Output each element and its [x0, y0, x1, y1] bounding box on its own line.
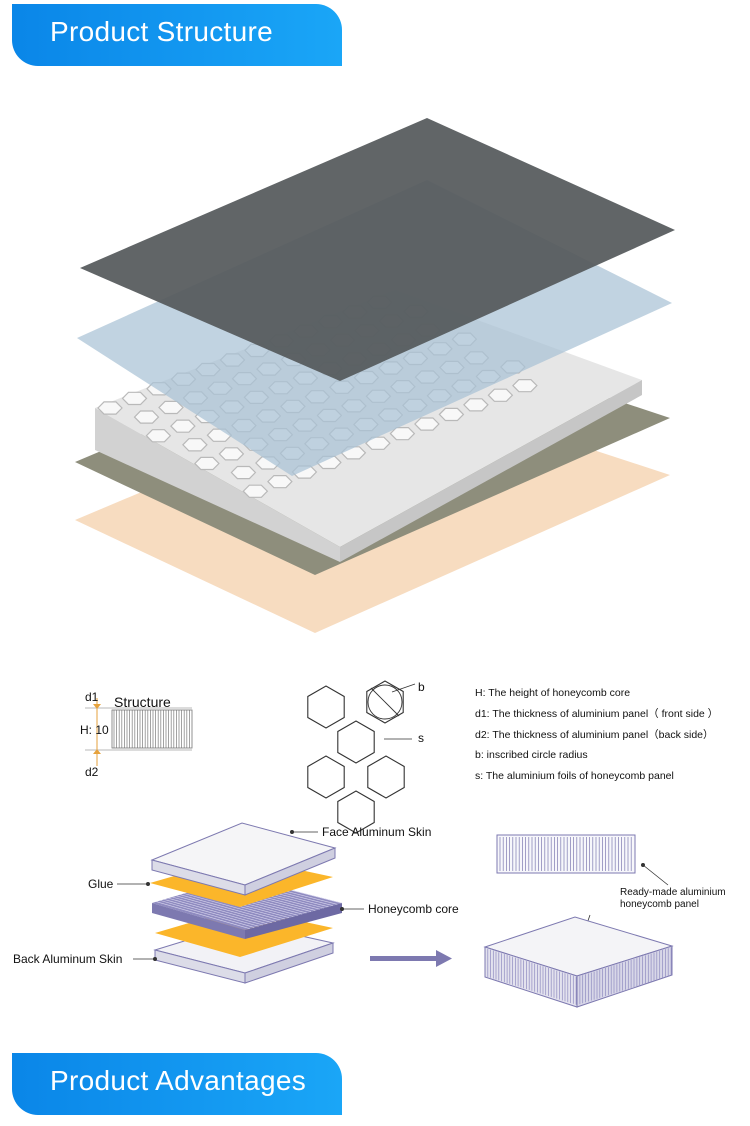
panel-cross-section	[496, 834, 636, 874]
section-title: Product Advantages	[50, 1065, 307, 1096]
structure-specs-row: d1 Structure H: 10 d2 b s H: The height …	[80, 680, 718, 834]
finished-panel	[483, 916, 674, 1008]
top-skin-layer	[80, 118, 675, 381]
hexagon-cell-diagram: b s	[307, 680, 425, 834]
label-back-skin: Back Aluminum Skin	[13, 952, 122, 966]
legend-item: s: The aluminium foils of honeycomb pane…	[475, 770, 674, 782]
structure-title: Structure	[114, 694, 171, 710]
label-h: H: 10	[80, 723, 109, 737]
label-b: b	[418, 680, 425, 694]
label-face-skin: Face Aluminum Skin	[322, 825, 431, 839]
section-title: Product Structure	[50, 16, 273, 47]
label-core: Honeycomb core	[368, 902, 459, 916]
label-ready-made-1: Ready-made aluminium	[620, 887, 726, 898]
label-d1: d1	[85, 690, 99, 704]
assembly-diagram: Face Aluminum Skin Glue Honeycomb core B…	[13, 822, 726, 1008]
label-d2: d2	[85, 765, 99, 779]
legend-item: d2: The thickness of aluminium panel（bac…	[475, 729, 714, 741]
section-banner-advantages: Product Advantages	[12, 1053, 342, 1115]
section-banner-structure: Product Structure	[12, 4, 342, 66]
legend-item: d1: The thickness of aluminium panel（ fr…	[475, 708, 718, 720]
face-skin-plate	[150, 822, 337, 896]
structure-cross-section: d1 Structure H: 10 d2	[80, 690, 193, 779]
exploded-layer-illustration	[75, 118, 675, 633]
label-ready-made-2: honeycomb panel	[620, 899, 699, 910]
legend-item: b: inscribed circle radius	[475, 749, 588, 761]
spec-legend: H: The height of honeycomb core d1: The …	[475, 687, 718, 782]
label-glue: Glue	[88, 877, 114, 891]
label-s: s	[418, 731, 424, 745]
legend-item: H: The height of honeycomb core	[475, 687, 630, 699]
arrow-right-icon	[370, 950, 452, 967]
